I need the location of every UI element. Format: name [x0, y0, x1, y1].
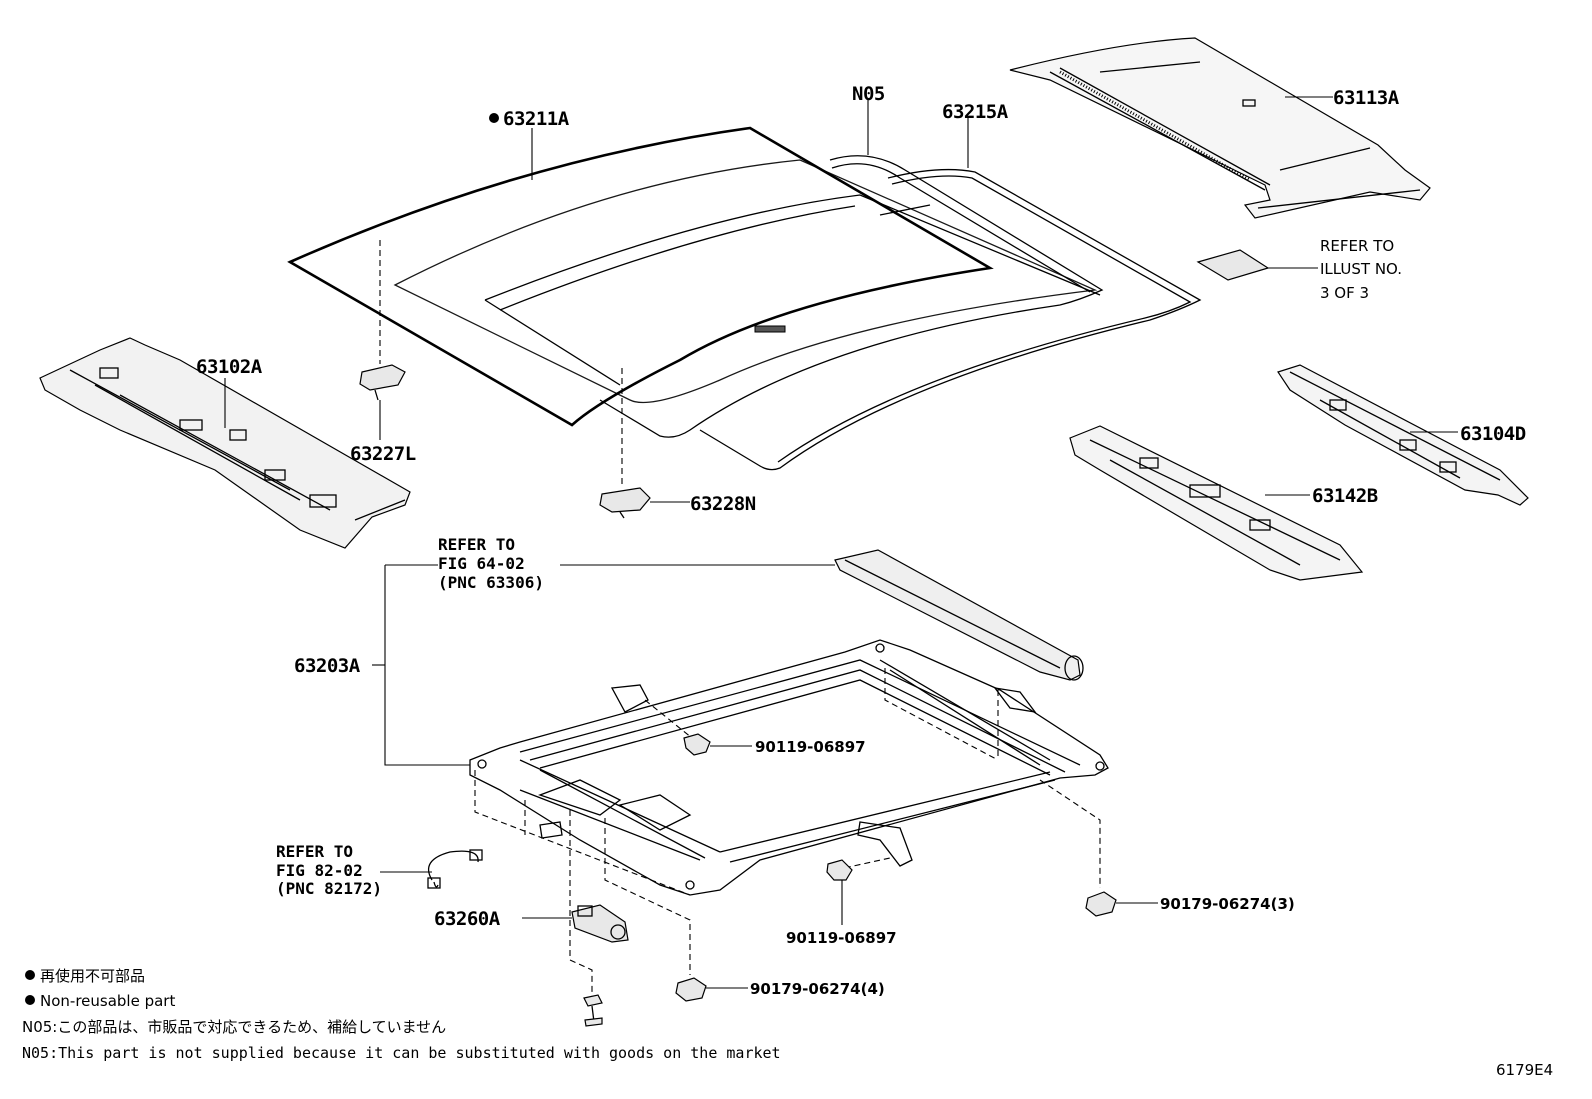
- reinforcement-rear: [1277, 364, 1529, 506]
- svg-text:(PNC 63306): (PNC 63306): [438, 573, 544, 592]
- nonreusable-marker: [489, 113, 499, 123]
- roof-pad: [1196, 249, 1318, 281]
- label-n05: N05: [852, 83, 885, 105]
- note-jp-nonreusable: 再使用不可部品: [40, 967, 145, 985]
- label-front-header: 63102A: [196, 356, 263, 378]
- svg-text:REFER TO: REFER TO: [438, 535, 515, 554]
- bolt-b: [826, 859, 853, 925]
- svg-text:ILLUST NO.: ILLUST NO.: [1320, 260, 1402, 278]
- label-bolt-b: 90119-06897: [786, 929, 897, 947]
- nut-right: [1085, 891, 1158, 917]
- n05-seal-frame: [599, 155, 1104, 438]
- figure-code: 6179E4: [1496, 1061, 1553, 1079]
- label-reinforce-mid: 63142B: [1312, 485, 1378, 507]
- label-bolt-a: 90119-06897: [755, 738, 866, 756]
- label-nut-bottom: 90179-06274(4): [750, 980, 885, 998]
- front-header-panel: [39, 337, 411, 549]
- sunroof-glass: [287, 126, 1101, 427]
- svg-text:REFER TO: REFER TO: [276, 842, 353, 861]
- svg-text:FIG 82-02: FIG 82-02: [276, 861, 363, 880]
- label-headliner: 63215A: [942, 101, 1009, 123]
- wire-harness: [380, 849, 483, 889]
- nonreusable-dot-jp: [25, 970, 35, 980]
- refer-illust-note: REFER TO ILLUST NO. 3 OF 3: [1320, 237, 1402, 302]
- label-glass: 63211A: [503, 108, 570, 130]
- reinforcement-mid: [1069, 425, 1364, 581]
- svg-text:REFER TO: REFER TO: [1320, 237, 1394, 255]
- bracket-center: [599, 368, 690, 519]
- label-reinforce-rear: 63104D: [1460, 423, 1526, 445]
- bolt-a: [683, 733, 752, 756]
- headliner-panel: [699, 168, 1202, 471]
- label-nut-right: 90179-06274(3): [1160, 895, 1295, 913]
- note-en-n05: N05:This part is not supplied because it…: [22, 1044, 781, 1062]
- label-motor: 63260A: [434, 908, 501, 930]
- wind-deflector: [560, 549, 1084, 681]
- roof-panel: [1009, 37, 1431, 219]
- legend-notes: 再使用不可部品 Non-reusable part N05:この部品は、市販品で…: [22, 967, 781, 1062]
- svg-text:(PNC 82172): (PNC 82172): [276, 879, 382, 898]
- refer-fig64-note: REFER TO FIG 64-02 (PNC 63306): [438, 535, 544, 592]
- note-jp-n05: N05:この部品は、市販品で対応できるため、補給していません: [22, 1018, 446, 1036]
- note-en-nonreusable: Non-reusable part: [40, 992, 175, 1010]
- svg-text:FIG 64-02: FIG 64-02: [438, 554, 525, 573]
- svg-text:3 OF 3: 3 OF 3: [1320, 284, 1369, 302]
- nonreusable-dot-en: [25, 995, 35, 1005]
- label-housing: 63203A: [294, 655, 361, 677]
- drive-motor: [522, 904, 629, 943]
- sunroof-housing: [372, 564, 1109, 996]
- label-bracket-center: 63228N: [690, 493, 756, 515]
- screw-bottom: [583, 994, 603, 1027]
- label-bracket-left: 63227L: [350, 443, 416, 465]
- bracket-left: [359, 240, 406, 440]
- refer-fig82-note: REFER TO FIG 82-02 (PNC 82172): [276, 842, 382, 898]
- nut-bottom: [675, 977, 748, 1002]
- label-roof-panel: 63113A: [1333, 87, 1400, 109]
